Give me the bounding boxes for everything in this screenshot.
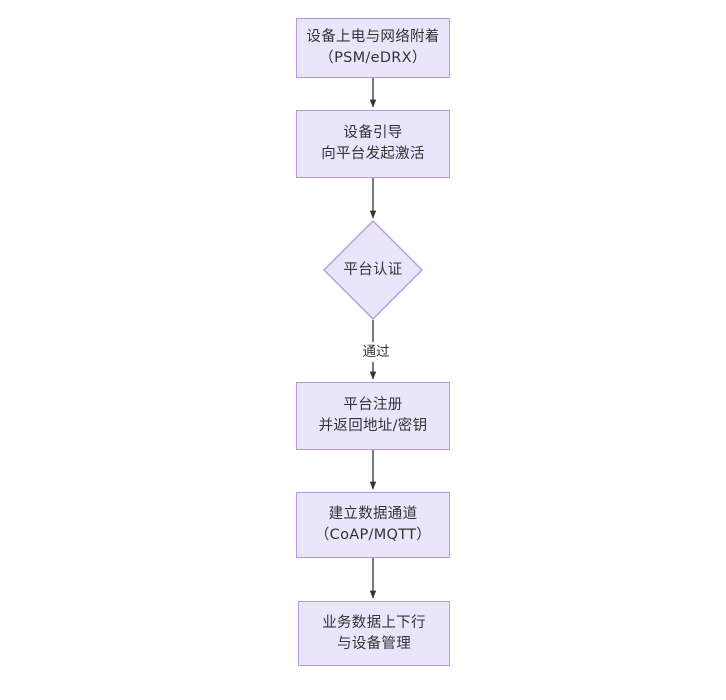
node-label-line-2: 并返回地址/密钥 — [318, 418, 428, 434]
node-label-line-2: 向平台发起激活 — [321, 146, 425, 162]
process-node-data-channel[interactable]: 建立数据通道 （CoAP/MQTT） — [296, 492, 450, 558]
node-label-line-1: 设备上电与网络附着 — [306, 29, 440, 45]
process-node-business-data[interactable]: 业务数据上下行 与设备管理 — [298, 601, 450, 666]
node-label-line-1: 业务数据上下行 — [322, 614, 426, 631]
edge-label-pass: 通过 — [355, 342, 397, 362]
process-node-device-power-on[interactable]: 设备上电与网络附着 （PSM/eDRX） — [296, 18, 450, 78]
node-label-line-2: （PSM/eDRX） — [319, 50, 427, 66]
process-node-device-bootstrap[interactable]: 设备引导 向平台发起激活 — [296, 110, 450, 178]
node-label-line-2: （CoAP/MQTT） — [314, 527, 432, 543]
node-label-line-1: 建立数据通道 — [328, 506, 418, 522]
process-node-platform-register[interactable]: 平台注册 并返回地址/密钥 — [296, 382, 450, 450]
node-label-line-1: 平台注册 — [343, 397, 403, 413]
node-label-line-1: 平台认证 — [343, 261, 403, 278]
node-label-line-1: 设备引导 — [343, 125, 403, 141]
decision-node-platform-auth[interactable]: 平台认证 — [323, 220, 423, 320]
diamond-shape — [323, 220, 423, 320]
node-label-line-2: 与设备管理 — [337, 635, 411, 652]
